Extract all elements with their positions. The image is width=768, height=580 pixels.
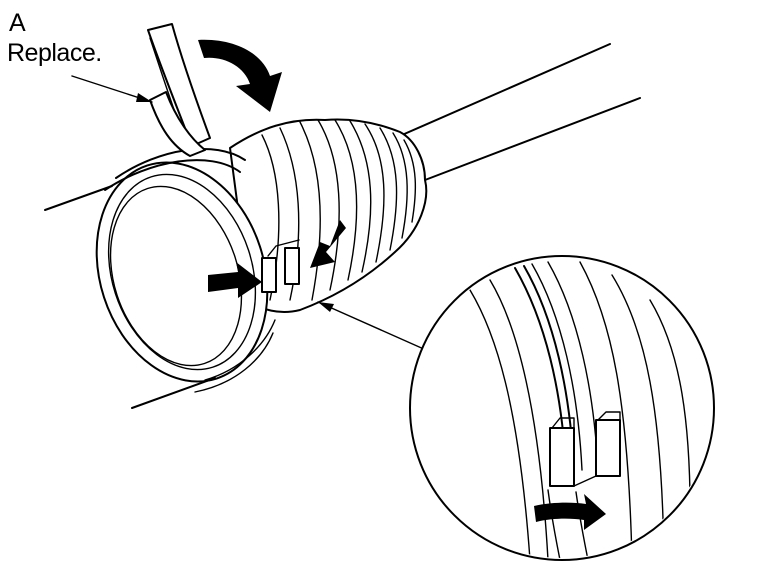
curved-arrow-icon (198, 39, 282, 113)
pull-direction-arrow (198, 39, 282, 113)
callout-instruction: Replace. (7, 39, 102, 67)
detail-circle (409, 255, 715, 561)
joint-housing-lines (44, 185, 216, 409)
detail-leader (317, 301, 427, 351)
detail-arrow-icon (534, 494, 606, 530)
boot-band-ring (95, 148, 276, 393)
band-tail (147, 23, 211, 157)
pinch-arrow-right-icon (310, 220, 346, 268)
callout-letter: A (9, 9, 26, 37)
axle-shaft (401, 43, 641, 181)
band-locking-tabs (261, 239, 300, 293)
cv-boot (229, 118, 428, 313)
pinch-arrow-left-icon (208, 262, 262, 298)
label-leader (71, 75, 153, 103)
pinch-arrows (208, 220, 346, 298)
